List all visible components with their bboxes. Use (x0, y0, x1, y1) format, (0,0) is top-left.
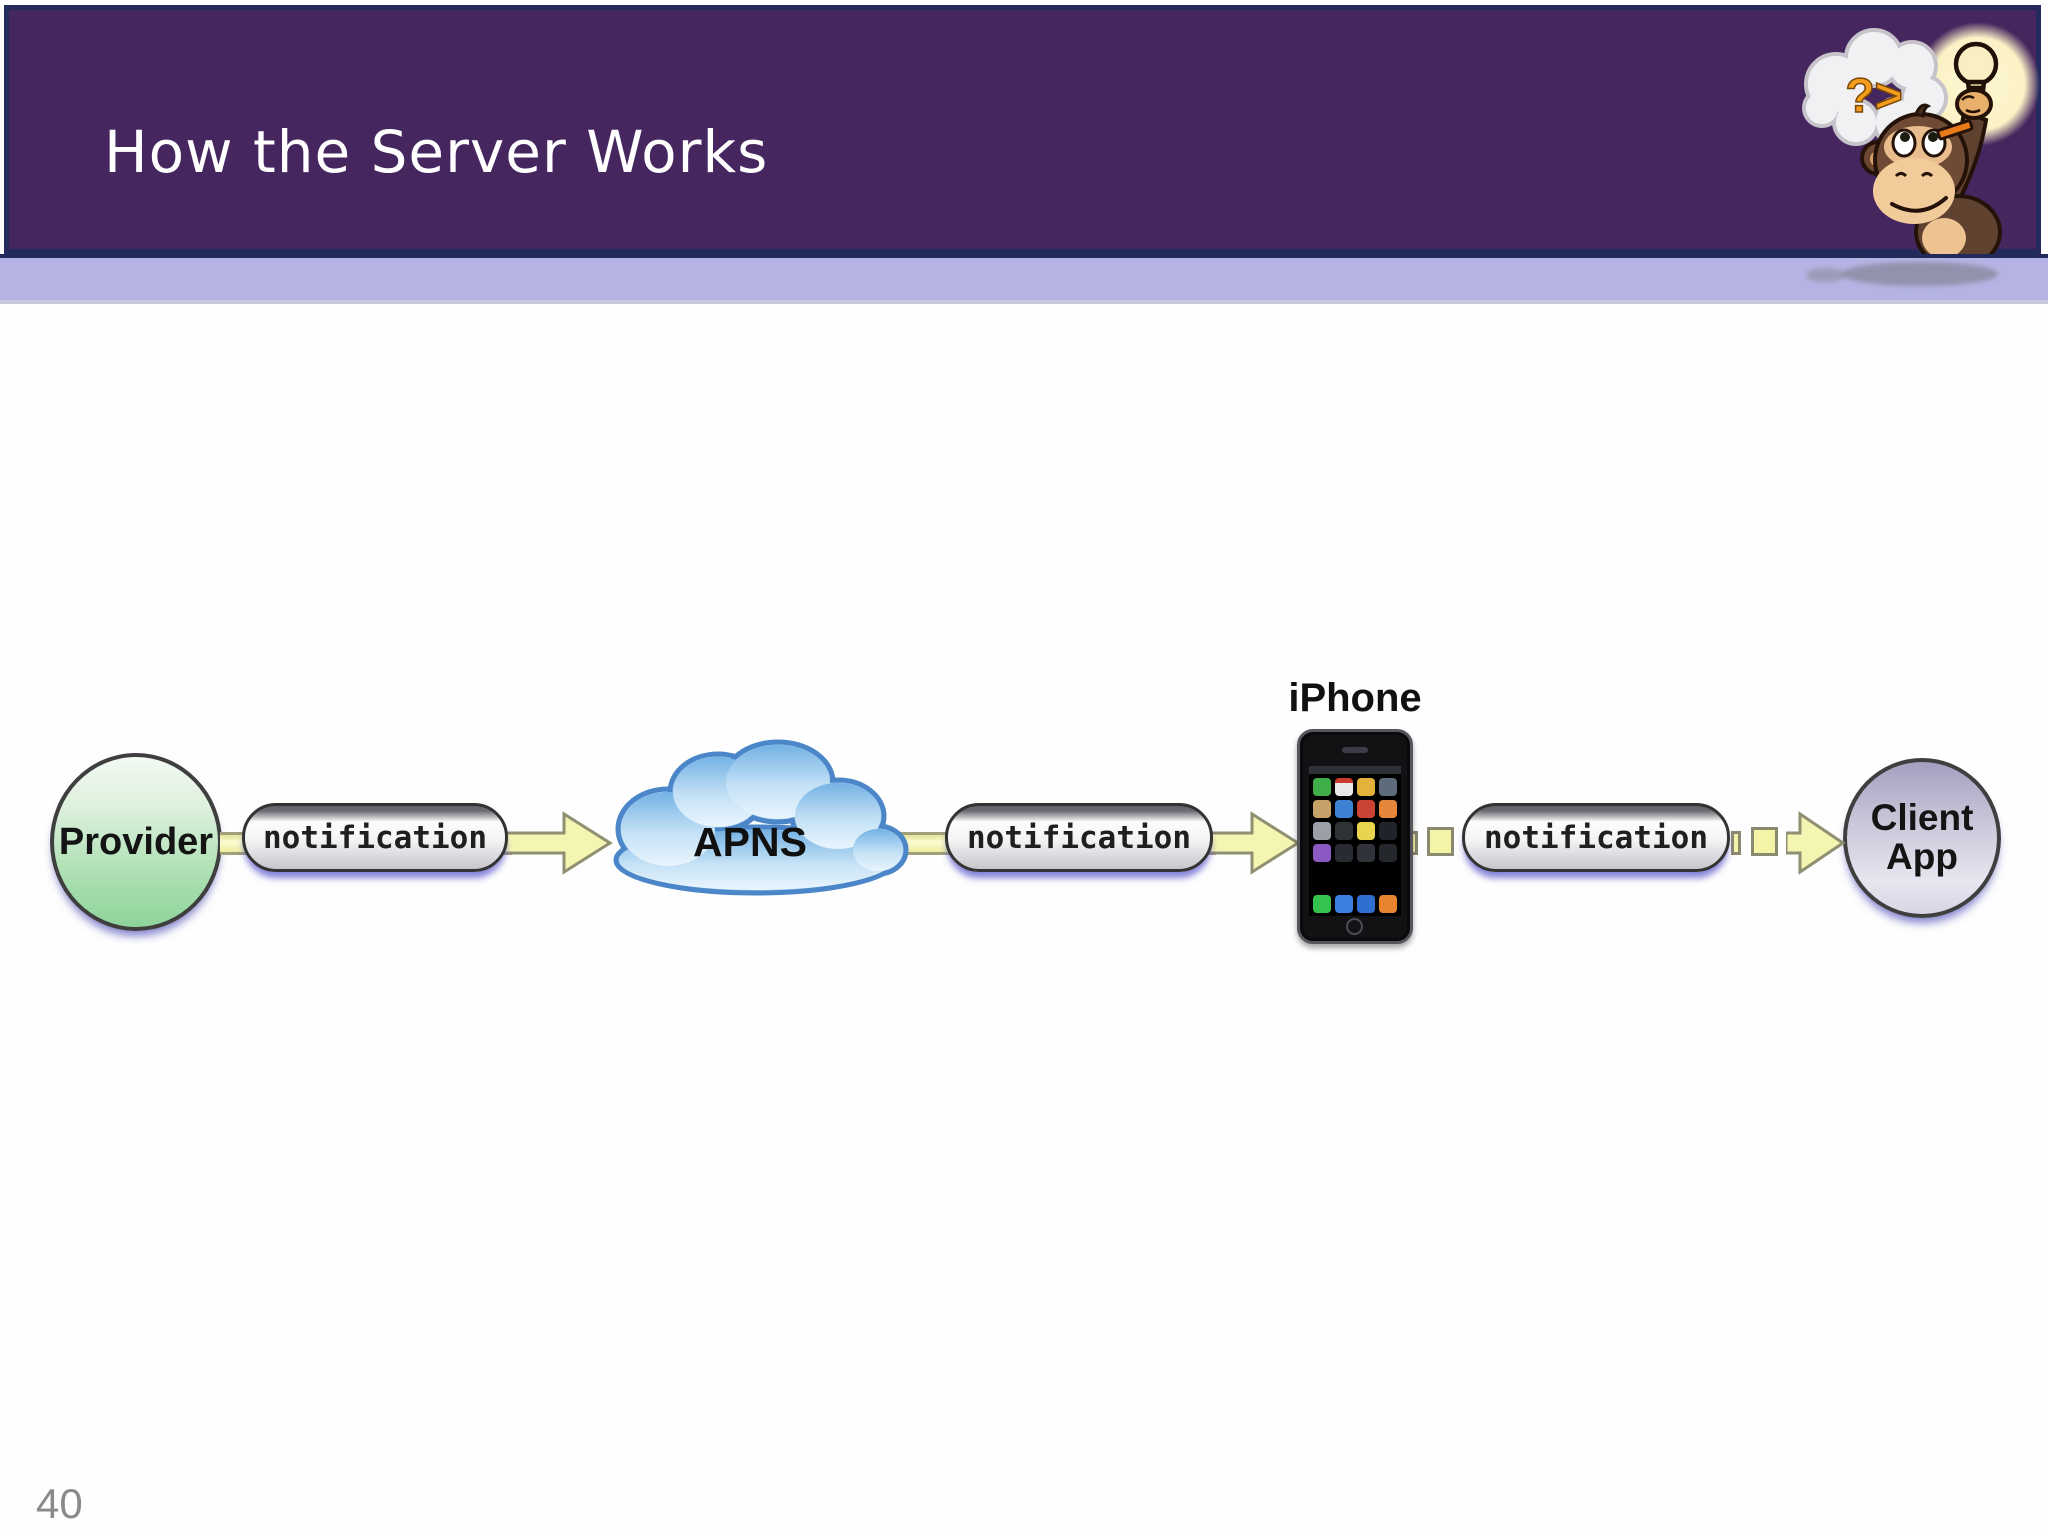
thought-text: ?> (1845, 70, 1902, 123)
arrow-provider-to-apns (502, 811, 613, 875)
notification-label-3: notification (1484, 819, 1708, 856)
page-title: How the Server Works (104, 118, 769, 186)
mascot-shadow-small (1806, 268, 1846, 282)
node-client-app: Client App (1843, 758, 2001, 918)
connector-square-1 (1427, 827, 1454, 856)
apns-label: APNS (693, 819, 807, 865)
connector-square-2 (1751, 827, 1778, 856)
connector-dash-2 (1731, 831, 1741, 855)
node-apns-cloud: APNS (613, 739, 909, 896)
phone-dock-icons (1309, 892, 1401, 916)
phone-home-button-icon (1346, 918, 1363, 935)
phone-screen (1309, 766, 1401, 916)
notification-pill-2: notification (945, 803, 1213, 872)
monkey-mascot-icon: ?> (1802, 22, 2040, 254)
monkey-fist (1955, 88, 1993, 120)
thought-bubble-icon: ?> (1802, 28, 1948, 148)
phone-speaker-icon (1342, 747, 1368, 753)
notification-pill-3: notification (1462, 803, 1730, 872)
notification-pill-1: notification (242, 803, 508, 872)
header-accent-band (0, 254, 2048, 304)
iphone-label: iPhone (1288, 676, 1422, 720)
client-app-label: Client App (1870, 797, 1974, 877)
page-number: 40 (36, 1480, 83, 1527)
node-provider: Provider (50, 753, 222, 931)
monkey-head (1860, 103, 1974, 224)
cloud-fill (619, 745, 903, 890)
notification-label-1: notification (263, 819, 487, 856)
arrow-to-client-app (1786, 811, 1846, 875)
provider-label: Provider (58, 820, 214, 863)
phone-app-icons (1309, 774, 1401, 864)
notification-label-2: notification (967, 819, 1191, 856)
monkey-belly (1922, 218, 1966, 254)
node-iphone-device (1297, 729, 1413, 944)
mascot-shadow (1842, 262, 1998, 286)
pencil-icon (1936, 119, 1974, 141)
phone-statusbar (1309, 766, 1401, 774)
header (4, 5, 2041, 254)
